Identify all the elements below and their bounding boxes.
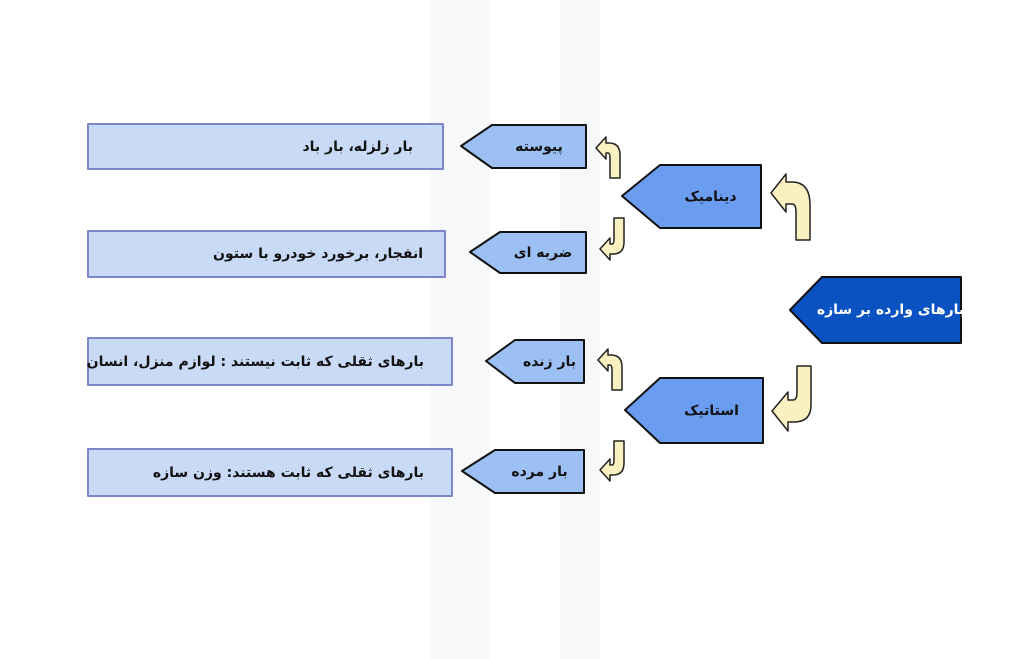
- category-static: استاتیک: [660, 378, 763, 443]
- example-continuous: بار زلزله، بار باد: [88, 124, 443, 169]
- category-dynamic-label: دینامیک: [684, 188, 737, 205]
- subtype-live-label: بار زنده: [522, 353, 577, 370]
- subtype-live-shape: [485, 339, 585, 384]
- root-label: بارهای وارده بر سازه: [816, 302, 965, 318]
- example-dead-label: بارهای ثقلی که ثابت هستند: وزن سازه: [152, 464, 424, 481]
- subtype-dead: بار مرده: [495, 450, 584, 493]
- subtype-live: بار زنده: [515, 340, 584, 383]
- root-shape: [789, 276, 962, 344]
- category-static-label: استاتیک: [684, 402, 739, 419]
- category-dynamic: دینامیک: [660, 165, 761, 228]
- small-curved-arrow-up-icon: [595, 136, 621, 179]
- subtype-impact-label: ضربه ای: [513, 244, 573, 261]
- example-impact: انفجار، برخورد خودرو با ستون: [88, 231, 445, 277]
- example-dead-shape: [87, 448, 453, 497]
- curved-arrow-up-icon: [770, 173, 811, 241]
- example-impact-label: انفجار، برخورد خودرو با ستون: [213, 246, 423, 262]
- category-dynamic-shape: [621, 164, 762, 229]
- example-continuous-label: بار زلزله، بار باد: [302, 138, 413, 155]
- example-dead: بارهای ثقلی که ثابت هستند: وزن سازه: [88, 449, 452, 496]
- small-curved-arrow-down-icon: [599, 440, 625, 482]
- subtype-impact-shape: [469, 231, 587, 274]
- root-node: بارهای وارده بر سازه: [816, 277, 965, 343]
- subtype-dead-label: بار مرده: [511, 463, 568, 480]
- example-live-label: بارهای ثقلی که ثابت نیستند : لوازم منزل،…: [86, 353, 424, 370]
- example-live-shape: [87, 337, 453, 386]
- subtype-continuous: پیوسته: [492, 125, 586, 168]
- small-curved-arrow-up-icon: [597, 348, 623, 391]
- curved-arrow-down-icon: [771, 365, 812, 432]
- example-impact-shape: [87, 230, 446, 278]
- subtype-continuous-shape: [460, 124, 587, 169]
- category-static-shape: [624, 377, 764, 444]
- example-continuous-shape: [87, 123, 444, 170]
- small-curved-arrow-down-icon: [599, 217, 625, 261]
- subtype-continuous-label: پیوسته: [515, 138, 563, 155]
- subtype-dead-shape: [461, 449, 585, 494]
- subtype-impact: ضربه ای: [500, 232, 586, 273]
- example-live: بارهای ثقلی که ثابت نیستند : لوازم منزل،…: [86, 338, 452, 385]
